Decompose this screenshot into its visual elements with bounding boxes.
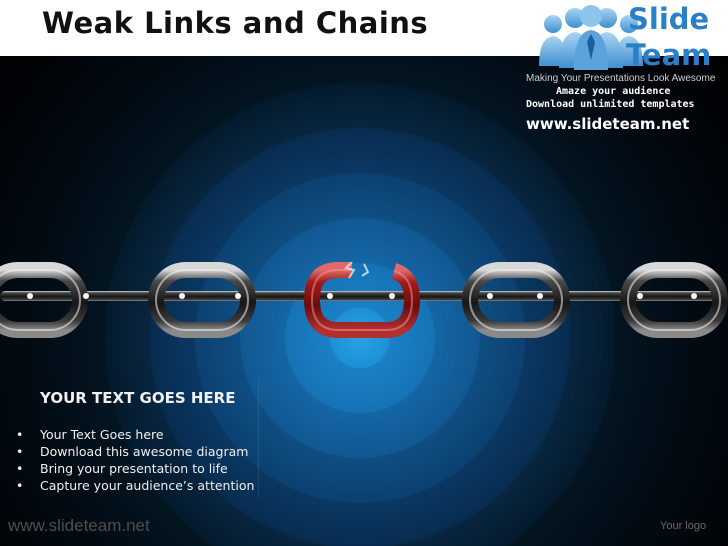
logo-promo-line-1: Amaze your audience (556, 86, 671, 97)
chain-rivets (27, 293, 697, 299)
team-people-icon (539, 5, 643, 70)
logo-word-team: Team (626, 38, 712, 72)
bullet-item[interactable]: Bring your presentation to life (14, 460, 254, 477)
chain-link (148, 262, 256, 338)
bullet-item[interactable]: Download this awesome diagram (14, 443, 254, 460)
logo-placeholder[interactable]: Your logo (660, 520, 707, 532)
chain-diagram (0, 262, 728, 338)
bullet-item[interactable]: Your Text Goes here (14, 426, 254, 443)
logo-tagline: Making Your Presentations Look Awesome (526, 73, 716, 84)
logo-promo-line-2: Download unlimited templates (526, 99, 695, 110)
chain-link (0, 262, 88, 338)
bullet-list: Your Text Goes here Download this awesom… (14, 426, 254, 494)
logo-word-slide: Slide (628, 2, 710, 36)
logo-url-link[interactable]: www.slideteam.net (526, 115, 690, 133)
chain-link (462, 262, 570, 338)
bullet-item[interactable]: Capture your audience’s attention (14, 477, 254, 494)
text-divider (258, 377, 259, 497)
content-heading[interactable]: YOUR TEXT GOES HERE (40, 389, 236, 407)
slideteam-logo[interactable]: Slide Team Making Your Presentations Loo… (522, 0, 728, 140)
chain-rod (0, 291, 728, 301)
broken-chain-link (303, 262, 421, 338)
slide-title: Weak Links and Chains (42, 6, 429, 40)
footer-website[interactable]: www.slideteam.net (8, 516, 150, 535)
chain-link (620, 262, 728, 338)
